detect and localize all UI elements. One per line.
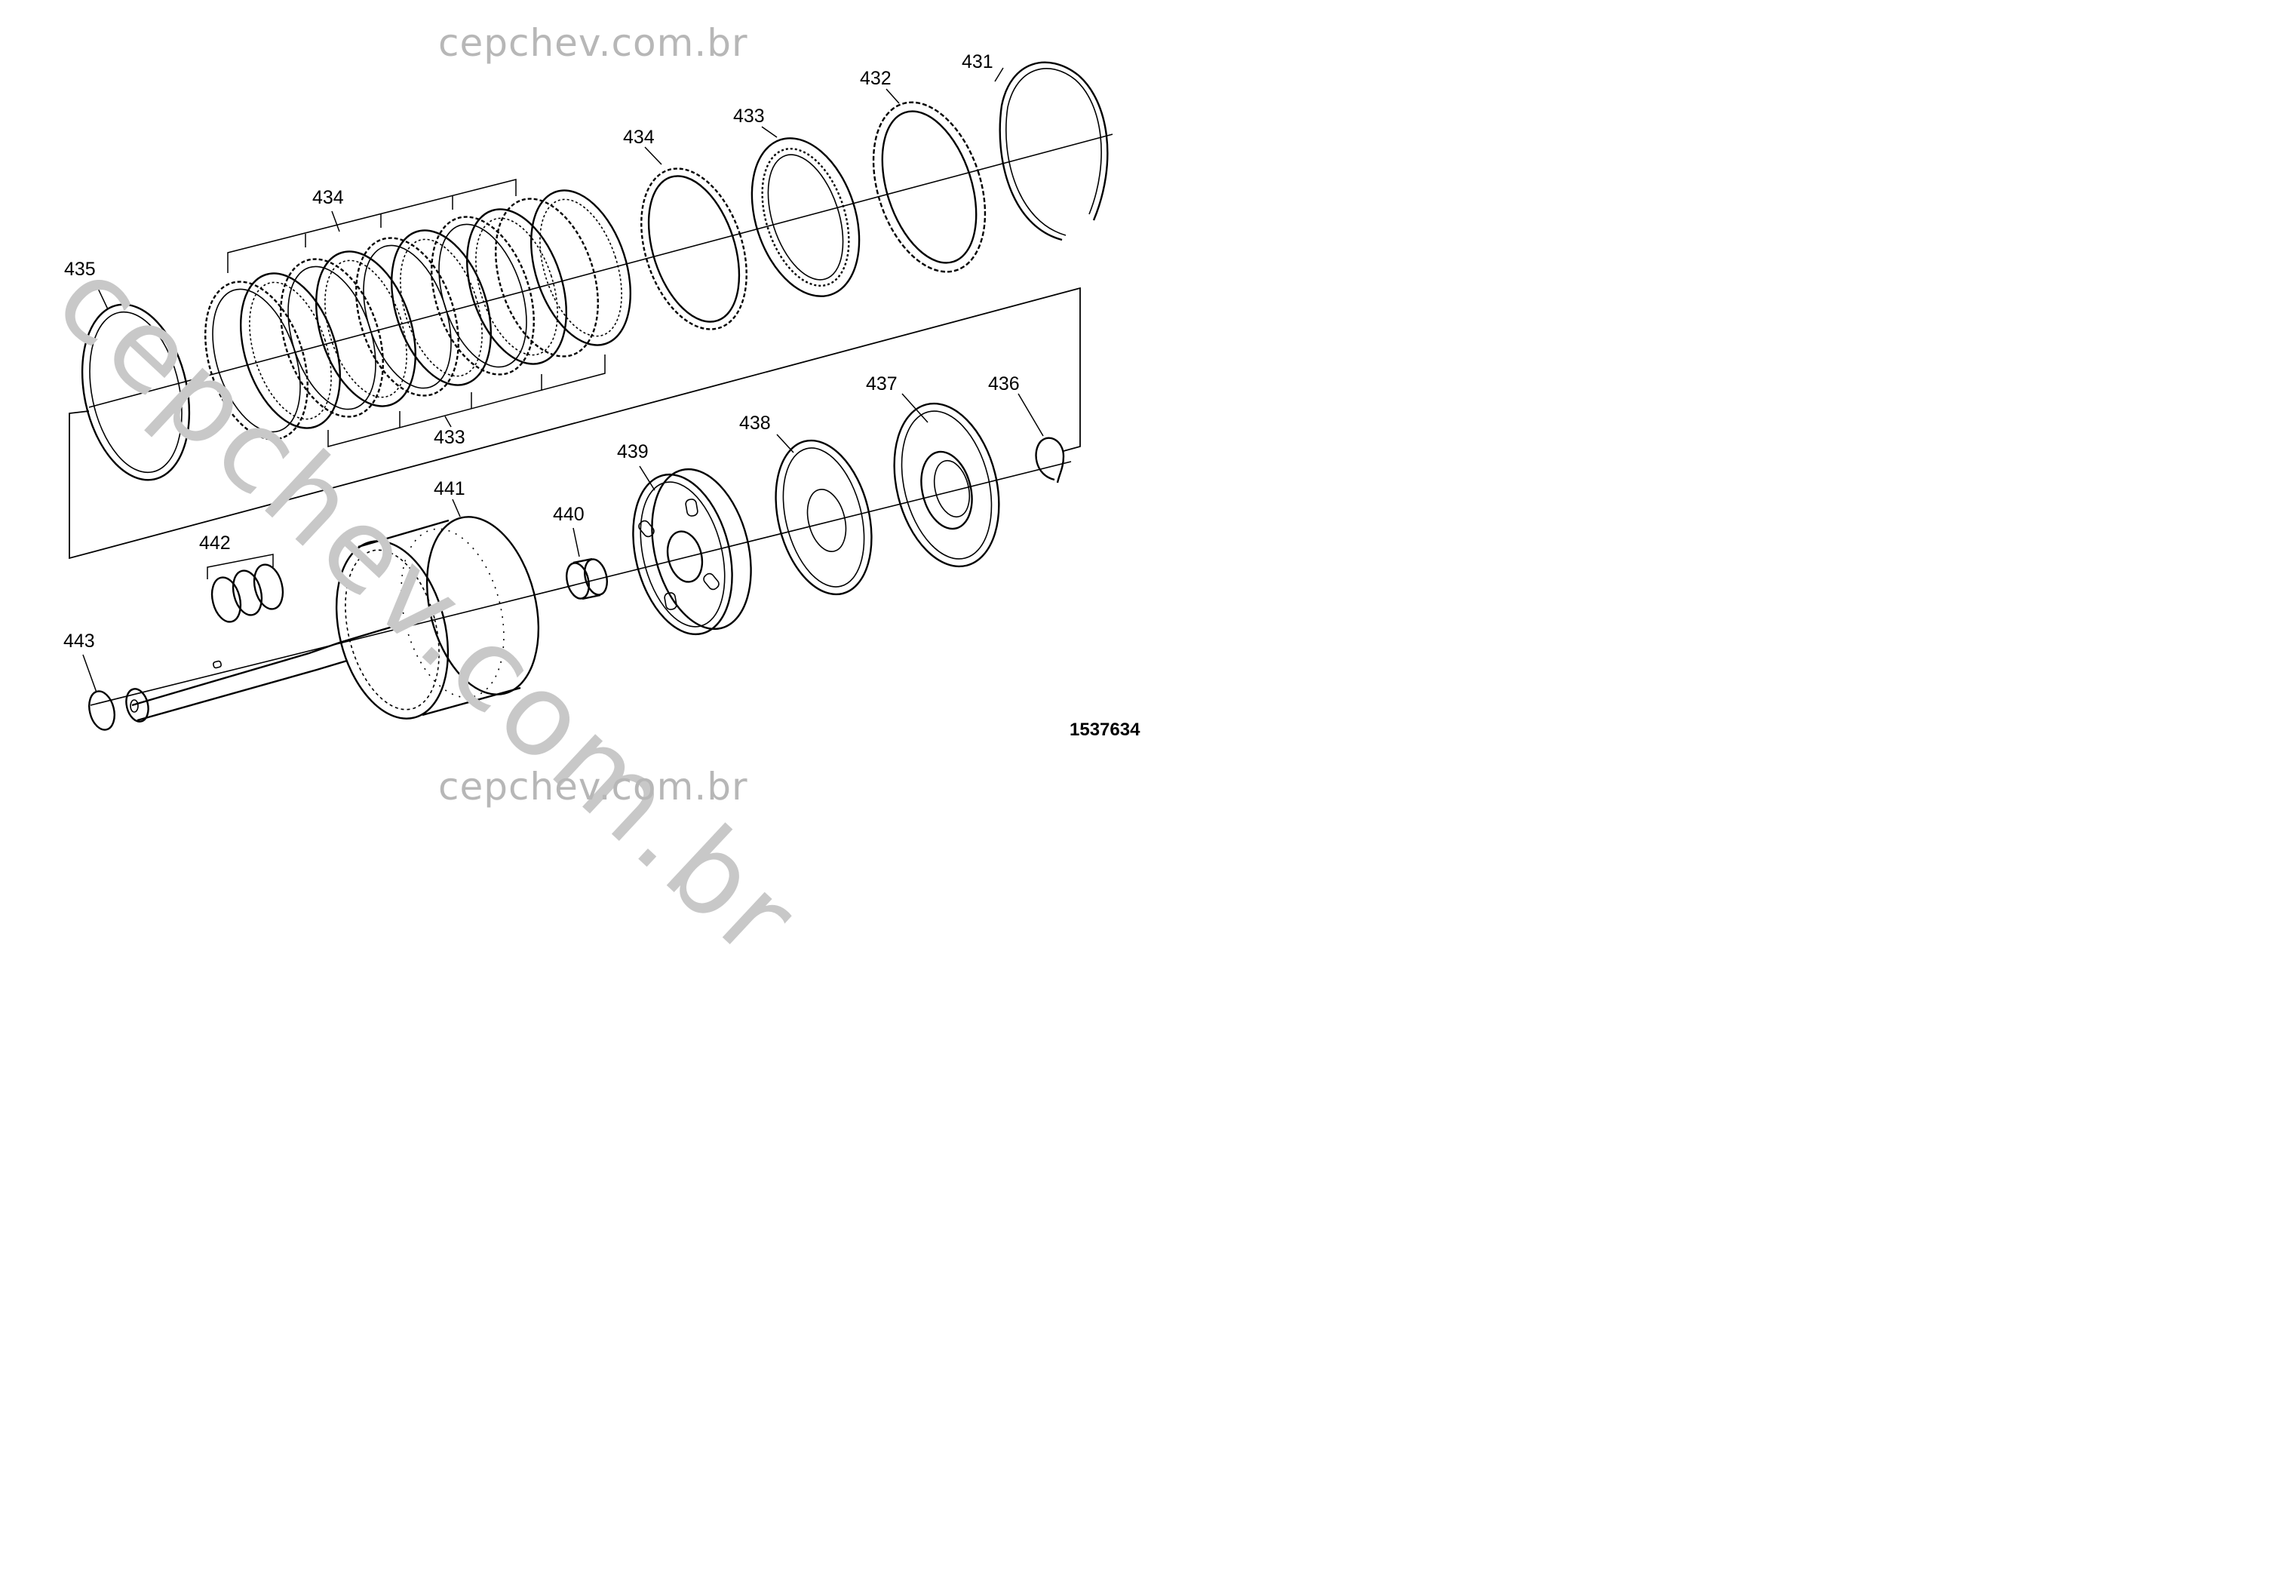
callout-443: 443 (63, 631, 95, 652)
part-443-snap-ring (82, 654, 115, 731)
part-440-bushing (566, 527, 608, 600)
upper-axis-line (88, 134, 1113, 408)
part-432-backing-plate (872, 88, 987, 273)
callout-432: 432 (860, 68, 892, 89)
callout-442: 442 (199, 533, 231, 554)
callout-437: 437 (866, 373, 898, 394)
exploded-parts-diagram: 431 432 433 434 434 433 435 436 437 438 … (63, 51, 1140, 740)
assembly-frame (69, 287, 1081, 560)
bracket-434-group (227, 179, 517, 273)
callout-439: 439 (617, 441, 649, 462)
part-435-pressure-plate (81, 280, 191, 481)
bracket-433-group (327, 354, 606, 447)
part-438-spring-assembly (775, 434, 873, 596)
part-434-steel-plate-top (640, 146, 747, 330)
callout-435: 435 (64, 259, 96, 280)
callout-441: 441 (434, 478, 465, 499)
callout-433-top: 433 (733, 106, 765, 127)
clutch-pack-stack (204, 189, 631, 440)
callout-440: 440 (553, 504, 585, 525)
part-441-drum-shaft (125, 499, 540, 723)
callout-436: 436 (988, 373, 1020, 394)
callout-431: 431 (962, 51, 993, 72)
callout-438: 438 (739, 413, 771, 434)
callout-434-top: 434 (623, 127, 655, 148)
watermark-top: cepchev.com.br (438, 21, 748, 65)
part-436-snap-ring (1018, 393, 1065, 483)
part-431-snap-ring (994, 61, 1109, 241)
part-439-housing (632, 465, 752, 636)
figure-number: 1537634 (1070, 720, 1140, 740)
part-433-friction-plate-top (750, 126, 861, 297)
callout-433-group: 433 (434, 427, 465, 448)
part-437-piston (893, 393, 1000, 568)
watermark-bottom: cepchev.com.br (438, 765, 748, 809)
part-442-seal-rings (207, 554, 284, 623)
callout-434-group: 434 (312, 187, 344, 208)
